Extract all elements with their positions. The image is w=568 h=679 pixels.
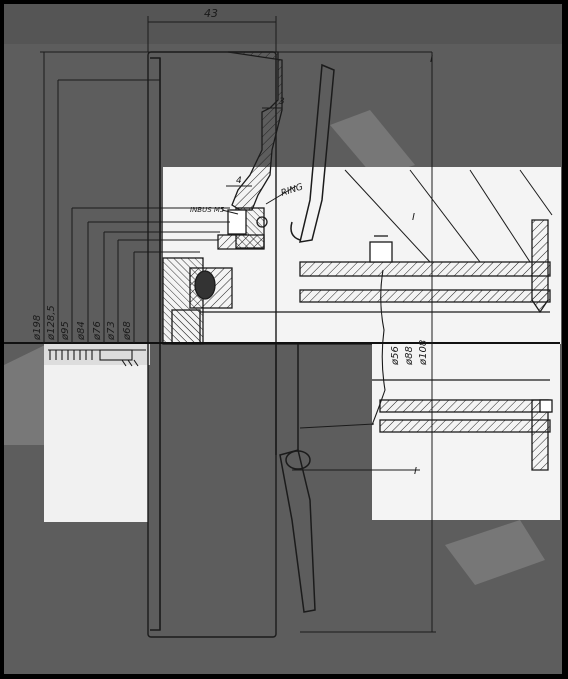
hub-section-top xyxy=(217,51,283,250)
dim-dia-68: ø68 xyxy=(122,321,133,341)
dim-dia-128: ø128,5 xyxy=(46,305,57,341)
mark-inner: I xyxy=(412,212,415,223)
dim-shaft-56: ø56 xyxy=(390,346,401,366)
dim-gap-small: 4 xyxy=(236,176,242,186)
dim-shaft-108: ø108 xyxy=(418,340,429,366)
dim-shaft-88: ø88 xyxy=(404,346,415,366)
mark-lower: I xyxy=(414,466,417,477)
tape-patch-2 xyxy=(445,520,545,585)
light-section-left xyxy=(44,344,148,522)
dim-dia-198: ø198 xyxy=(32,315,43,341)
dim-dia-76: ø76 xyxy=(92,321,103,341)
blade-top xyxy=(290,63,335,243)
dim-gap: 3 xyxy=(279,97,285,107)
dim-dia-84: ø84 xyxy=(76,321,87,341)
axis-strip-left xyxy=(44,343,150,365)
label-bolt: INBUS M5 xyxy=(190,206,225,214)
dim-width-top: 43 xyxy=(204,7,218,20)
shaft-assembly xyxy=(162,169,553,471)
grooved-piece xyxy=(48,349,146,367)
light-section-upper xyxy=(163,167,561,344)
mark-top: I xyxy=(430,54,433,65)
tape-patch-3 xyxy=(4,345,45,445)
tape-patch-1 xyxy=(330,110,415,178)
blade-bottom xyxy=(275,344,316,613)
dim-dia-73: ø73 xyxy=(106,321,117,341)
paper-shade-top xyxy=(4,4,562,44)
dim-dia-95: ø95 xyxy=(60,321,71,341)
dimension-lines xyxy=(40,16,436,633)
